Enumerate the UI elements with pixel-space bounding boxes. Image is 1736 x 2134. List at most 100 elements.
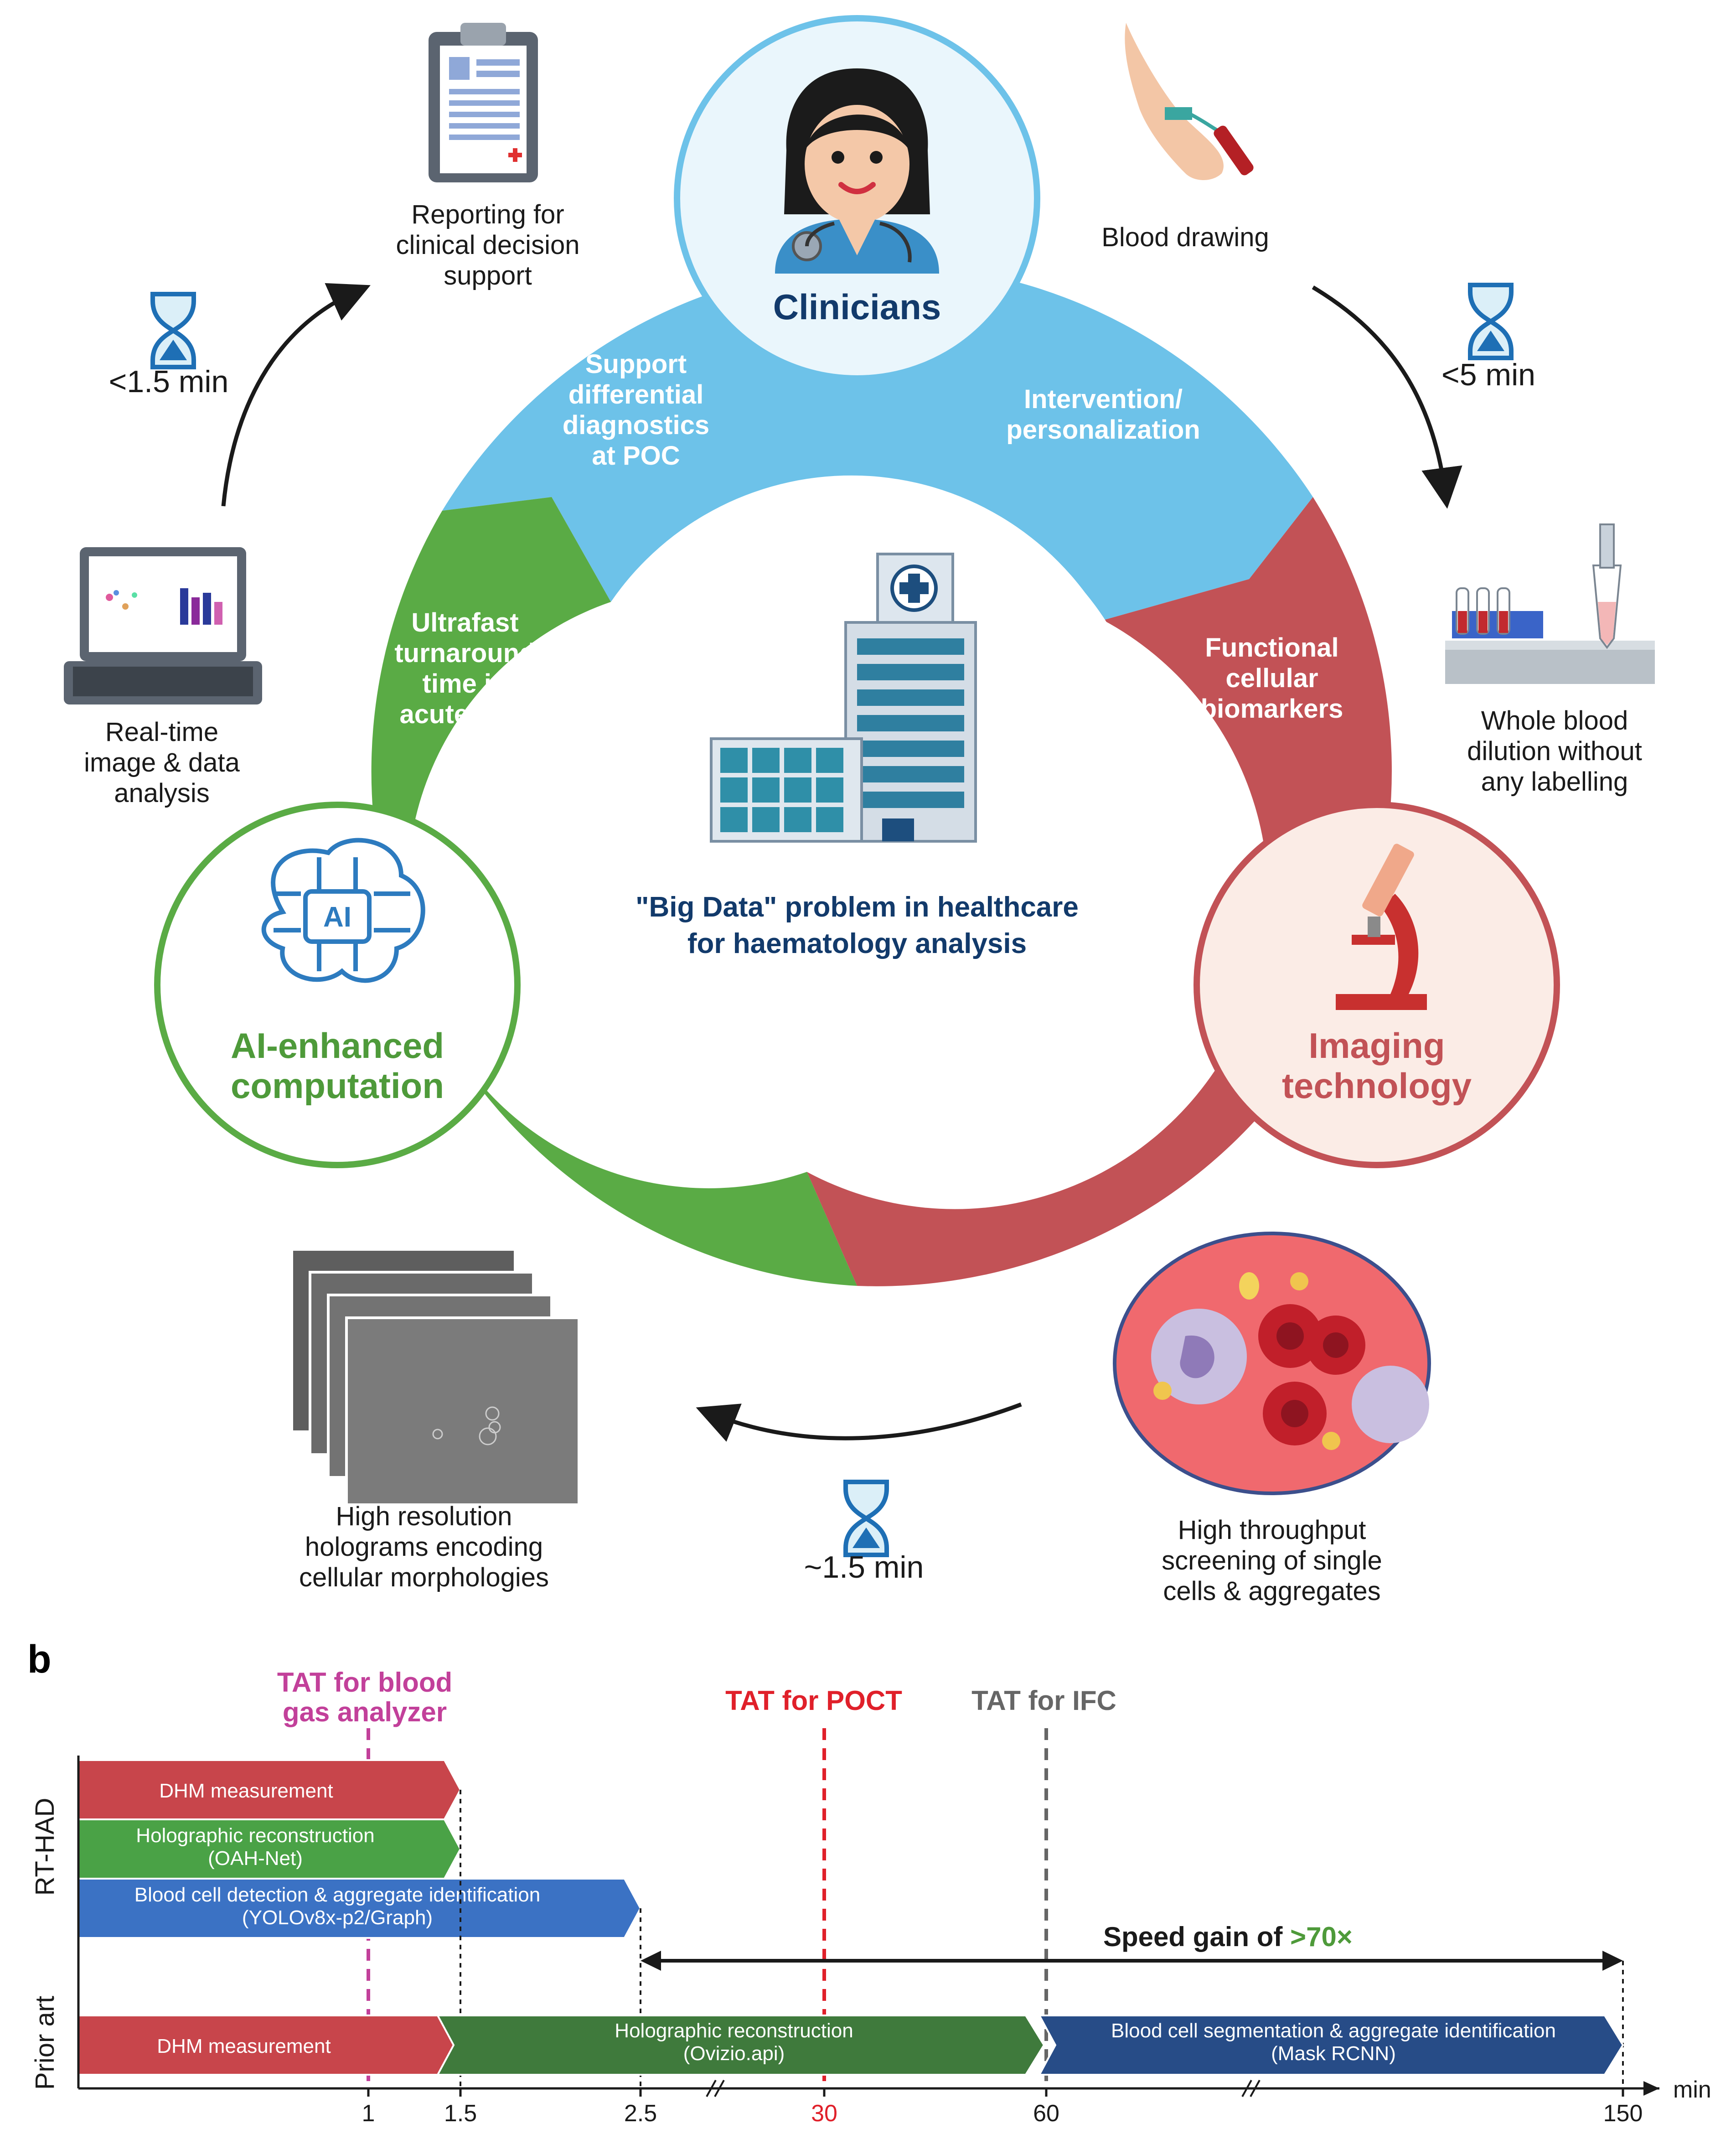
arrow-realtime-to-reporting	[221, 283, 371, 507]
dilution-label-2: dilution without	[1467, 736, 1642, 766]
ring-segment-blue	[442, 264, 1313, 620]
tick-label-1: 1	[362, 2100, 375, 2127]
bar-holo-prior-label-1: Holographic reconstruction	[615, 2020, 853, 2042]
green-bottom-label-1: End-to-end	[605, 1080, 744, 1109]
tick-label-60: 60	[1033, 2100, 1059, 2127]
hourglass-icon	[843, 1480, 889, 1557]
blue-left-label-2: differential	[568, 380, 704, 409]
bar-holo-rthad-label-1: Holographic reconstruction	[136, 1824, 374, 1847]
doctor-icon	[775, 68, 939, 274]
imaging-node: Imaging technology	[1194, 802, 1560, 1168]
ai-label-line1: AI-enhanced	[231, 1026, 444, 1066]
tick-label-1-5: 1.5	[444, 2100, 477, 2127]
holograms-label-2: holograms encoding	[305, 1532, 543, 1562]
imaging-label-line2: technology	[1282, 1066, 1472, 1106]
blue-right-label-2: personalization	[1006, 415, 1200, 445]
microscope-icon	[1336, 844, 1427, 1010]
x-axis-arrowhead	[1643, 2081, 1659, 2096]
ring-segment-green	[371, 497, 857, 1286]
bar-seg-prior-label-1: Blood cell segmentation & aggregate iden…	[1111, 2020, 1556, 2042]
red-top-label-1: Functional	[1205, 633, 1338, 663]
axis-break-1	[706, 2080, 725, 2097]
clinicians-label: Clinicians	[773, 287, 941, 327]
bar-holo-prior-label-2: (Ovizio.api)	[683, 2042, 785, 2065]
arm-syringe-icon	[1125, 23, 1254, 180]
clinicians-node: Clinicians	[674, 15, 1040, 382]
ai-chip-icon	[303, 889, 372, 944]
holograms-label-3: cellular morphologies	[299, 1563, 549, 1592]
screening-label-1: High throughput	[1178, 1515, 1366, 1545]
hourglass-icon	[150, 292, 196, 369]
green-top-label-4: acute care	[400, 699, 531, 729]
arrow-screening-to-holograms	[696, 1402, 1022, 1442]
ai-chip-label: AI	[323, 901, 351, 933]
reporting-label-3: support	[444, 261, 532, 290]
red-bottom-label-3: workflow	[961, 1155, 1076, 1184]
center-title-line2: for haematology analysis	[687, 928, 1027, 959]
red-top-label-3: biomarkers	[1201, 694, 1343, 724]
red-bottom-label-1: Clinical utility	[933, 1093, 1105, 1123]
screening-label-2: screening of single	[1162, 1546, 1382, 1575]
reporting-label-2: clinical decision	[396, 230, 580, 260]
bar-holo-prior	[436, 2015, 1045, 2076]
bar-holo-rthad-label-2: (OAH-Net)	[208, 1847, 303, 1870]
screening-label-3: cells & aggregates	[1163, 1576, 1380, 1606]
tick-label-2-5: 2.5	[624, 2100, 657, 2127]
tat-poct-label: TAT for POCT	[725, 1685, 902, 1716]
bar-detection-rthad-label-1: Blood cell detection & aggregate identif…	[134, 1884, 540, 1906]
red-bottom-label-2: for acute care	[932, 1124, 1106, 1154]
blue-right-label-1: Intervention/	[1024, 384, 1183, 414]
ai-node: AI AI-enhanced computation	[154, 802, 521, 1168]
green-bottom-label-2: data & image	[593, 1110, 757, 1140]
realtime-label-3: analysis	[114, 778, 210, 808]
dilution-label-3: any labelling	[1481, 767, 1628, 797]
hospital-icon	[710, 553, 977, 843]
green-top-label-3: time in	[423, 669, 508, 699]
time-label-1: <1.5 min	[109, 364, 229, 399]
ai-brain-icon	[261, 838, 425, 983]
axis-break-2	[1241, 2080, 1261, 2097]
panel-b-label: b	[27, 1637, 52, 1681]
tick-label-30: 30	[811, 2100, 837, 2127]
axis-unit-label: min	[1673, 2077, 1711, 2103]
speed-gain-value: >70×	[1290, 1922, 1353, 1952]
tick-label-150: 150	[1603, 2100, 1643, 2127]
green-top-label-1: Ultrafast	[411, 608, 518, 637]
blue-left-label-1: Support	[585, 349, 687, 379]
realtime-label-2: image & data	[84, 748, 240, 777]
blue-left-label-4: at POC	[592, 441, 680, 471]
row-label-prior: Prior art	[30, 1996, 60, 2090]
tat-blood-gas-label-2: gas analyzer	[283, 1697, 447, 1727]
hologram-stack-icon	[290, 1248, 580, 1506]
tat-blood-gas-label-1: TAT for blood	[277, 1667, 452, 1698]
row-label-rthad: RT-HAD	[30, 1798, 60, 1896]
speed-gain-arrow-right-head	[1602, 1951, 1623, 1971]
bar-seg-prior	[1038, 2015, 1624, 2076]
time-label-3: ~1.5 min	[804, 1550, 924, 1585]
time-label-2: <5 min	[1442, 357, 1535, 392]
ai-label-line2: computation	[231, 1066, 444, 1106]
imaging-label-line1: Imaging	[1308, 1026, 1445, 1066]
green-bottom-label-3: processing	[604, 1141, 745, 1171]
clipboard-icon	[429, 23, 538, 182]
speed-gain-label: Speed gain of >70×	[1103, 1922, 1353, 1952]
hourglass-icon	[1468, 283, 1514, 360]
speed-gain-prefix: Speed gain of	[1103, 1922, 1290, 1952]
laptop-icon	[64, 547, 262, 704]
blood-cells-icon	[1113, 1232, 1431, 1495]
realtime-label-1: Real-time	[105, 717, 218, 747]
bar-seg-prior-label-2: (Mask RCNN)	[1271, 2042, 1396, 2065]
blue-left-label-3: diagnostics	[563, 410, 709, 440]
bar-dhm-rthad-label: DHM measurement	[159, 1780, 333, 1802]
holograms-label-1: High resolution	[336, 1502, 512, 1531]
blood-drawing-label: Blood drawing	[1101, 223, 1269, 252]
bar-detection-rthad-label-2: (YOLOv8x-p2/Graph)	[242, 1906, 433, 1929]
tube-rack-icon	[1445, 523, 1655, 684]
arrow-blood-to-dilution	[1312, 285, 1462, 509]
reporting-label-1: Reporting for	[411, 200, 564, 229]
bar-dhm-prior-label: DHM measurement	[157, 2035, 331, 2057]
center-title-line1: "Big Data" problem in healthcare	[636, 891, 1079, 923]
red-top-label-2: cellular	[1225, 663, 1318, 693]
tat-ifc-label: TAT for IFC	[971, 1685, 1116, 1716]
